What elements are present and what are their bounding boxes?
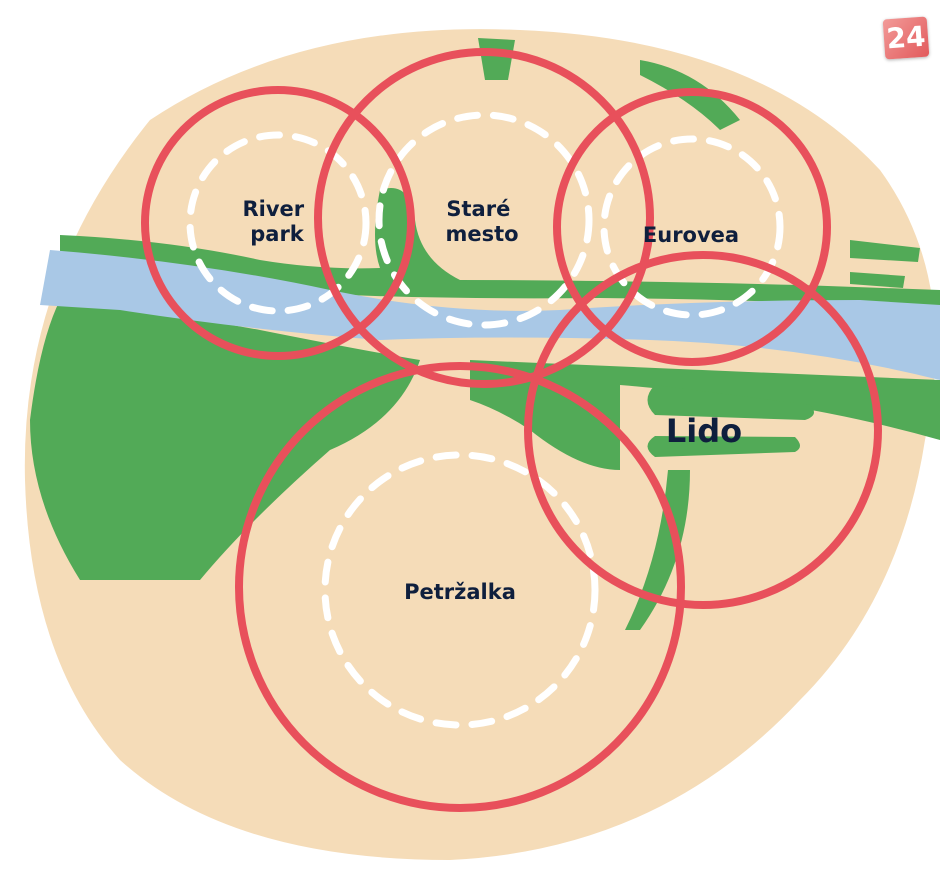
ring-river-park xyxy=(141,86,415,360)
site-logo[interactable]: 24 xyxy=(882,16,930,60)
park-lido-1 xyxy=(647,385,814,420)
park-area-right xyxy=(470,360,940,470)
label-eurovea: Eurovea xyxy=(643,223,739,247)
label-river-park: River park xyxy=(243,197,312,246)
ring-petrzalka xyxy=(235,362,685,812)
label-stare-mesto: Staré mesto xyxy=(445,197,518,246)
ring-eurovea xyxy=(553,88,831,366)
dashed-circle-petrzalka xyxy=(321,451,599,729)
ring-lido xyxy=(524,251,882,609)
dashed-circle-river-park xyxy=(186,131,370,315)
park-east xyxy=(850,240,920,288)
label-lido: Lido xyxy=(666,412,742,450)
park-lido-2 xyxy=(647,436,800,457)
park-area-lido-strip xyxy=(625,470,690,630)
inner-dashed-circles xyxy=(186,111,784,729)
zone-rings xyxy=(141,48,882,812)
dashed-circle-eurovea xyxy=(600,135,784,319)
park-area-north xyxy=(60,188,940,310)
park-area-left xyxy=(30,300,420,580)
danube-river xyxy=(40,250,940,380)
label-petrzalka: Petržalka xyxy=(404,580,516,604)
ring-stare-mesto xyxy=(314,48,654,388)
dashed-circle-stare-mesto xyxy=(375,111,593,329)
